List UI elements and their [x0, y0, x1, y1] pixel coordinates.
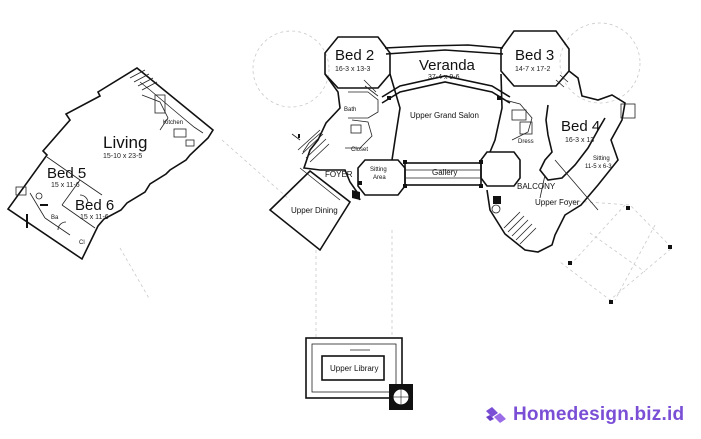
room-closet-left-name: Cl	[79, 240, 85, 246]
room-sitting-right-name: Sitting	[593, 156, 610, 162]
watermark-text: Homedesign.biz.id	[513, 404, 685, 425]
room-dress-name: Dress	[518, 139, 534, 145]
room-closet-name: Closet	[351, 147, 368, 153]
room-upper-grand-salon-name: Upper Grand Salon	[410, 111, 479, 120]
room-veranda-name: Veranda	[419, 57, 476, 74]
watermark: Homedesign.biz.id	[484, 404, 684, 426]
room-bed4-dims: 16-3 x 13	[565, 137, 594, 144]
room-sitting-area-line2: Area	[373, 175, 386, 181]
room-bed5-name: Bed 5	[47, 165, 86, 182]
room-kitchen-name: Kitchen	[163, 120, 183, 126]
room-upper-dining-name: Upper Dining	[291, 206, 338, 215]
upper-library	[305, 337, 413, 410]
room-veranda-dims: 37-4 x 9-6	[428, 74, 460, 81]
room-sitting-right-dims: 11-5 x 6-3	[585, 164, 612, 170]
room-foyer-name: FOYER	[325, 170, 353, 179]
room-balcony-name: BALCONY	[517, 182, 556, 191]
room-upper-foyer-name: Upper Foyer	[535, 198, 580, 207]
room-sitting-area-line1: Sitting	[370, 167, 387, 173]
left-wing	[6, 67, 215, 261]
room-bed2-dims: 16-3 x 13-3	[335, 66, 371, 73]
room-living-name: Living	[103, 133, 147, 152]
room-bed3-dims: 14-7 x 17-2	[515, 66, 551, 73]
main-wing	[268, 30, 636, 253]
room-bed4-name: Bed 4	[561, 118, 600, 135]
room-bath-top-name: Bath	[344, 107, 356, 113]
homedesign-logo-icon	[486, 407, 506, 423]
room-bed2-name: Bed 2	[335, 47, 374, 64]
room-living-dims: 15-10 x 23-5	[103, 153, 142, 160]
room-bed3-name: Bed 3	[515, 47, 554, 64]
room-bath-left-name: Ba	[51, 215, 59, 221]
room-upper-library-name: Upper Library	[330, 364, 378, 373]
room-bed6-name: Bed 6	[75, 197, 114, 214]
room-gallery-name: Gallery	[432, 168, 457, 177]
room-bed6-dims: 15 x 11-6	[80, 214, 109, 221]
room-bed5-dims: 15 x 11-6	[51, 182, 80, 189]
lower-floor-outline	[119, 22, 673, 338]
